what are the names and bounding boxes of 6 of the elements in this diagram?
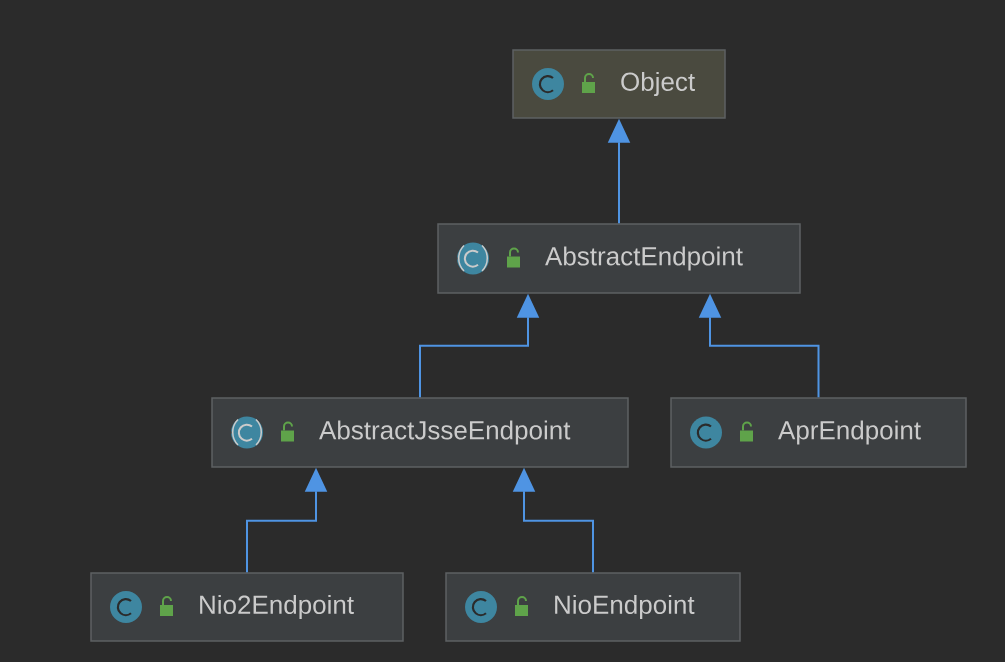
class-box: NioEndpoint: [445, 572, 741, 642]
class-box: AbstractJsseEndpoint: [211, 397, 629, 468]
class-box: Object: [512, 49, 726, 119]
class-box: AbstractEndpoint: [437, 223, 801, 294]
class-box: Nio2Endpoint: [90, 572, 404, 642]
class-box: AprEndpoint: [670, 397, 967, 468]
